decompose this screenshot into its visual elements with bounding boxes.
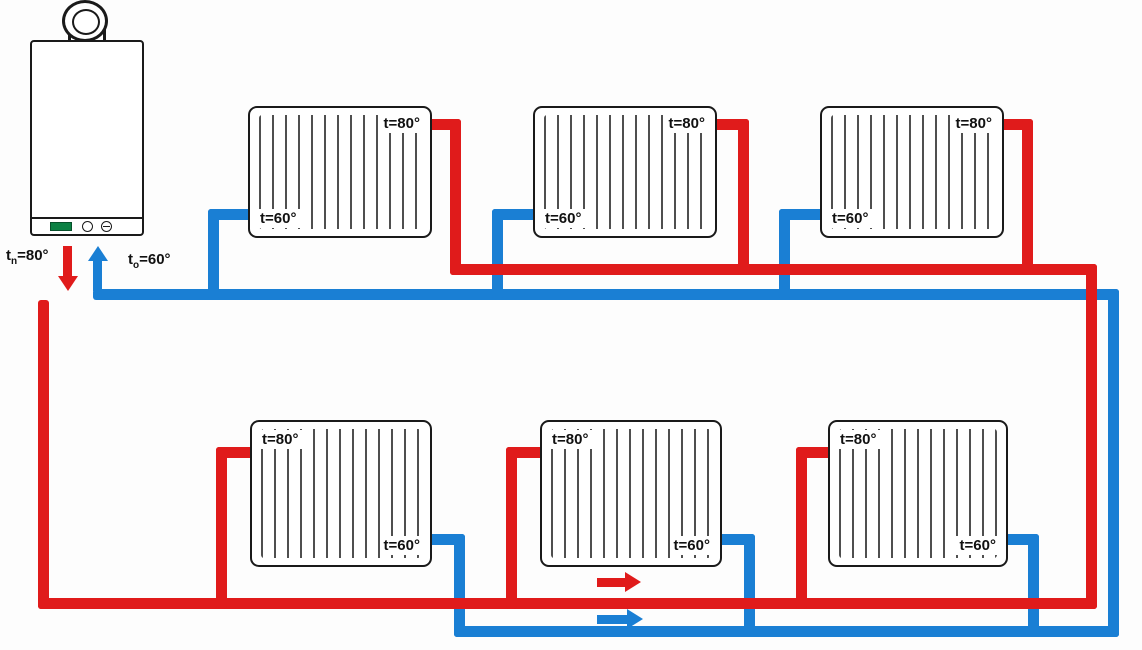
pipe-return-drop-radiator-6	[1028, 534, 1039, 637]
boiler-flue-inner-ring	[72, 9, 100, 35]
pipe-return-bottom-horizontal	[454, 626, 1119, 637]
radiator-return-temp: t=60°	[379, 536, 424, 555]
radiator-return-temp: t=60°	[669, 536, 714, 555]
boiler-control-panel	[32, 217, 142, 234]
pipe-supply-stub-radiator-6	[796, 447, 839, 458]
pipe-supply-riser-radiator-5	[506, 447, 517, 609]
boiler-knob-icon	[82, 221, 93, 232]
supply-flow-right-arrow-icon	[597, 578, 625, 587]
pipe-supply-stub-radiator-5	[506, 447, 551, 458]
boiler-display	[50, 222, 72, 231]
pipe-return-stub-radiator-4	[426, 534, 465, 545]
boiler-supply-down-arrowhead-icon	[58, 276, 78, 291]
pipe-return-stub-radiator-2	[492, 209, 541, 220]
pipe-supply-stub-radiator-4	[216, 447, 261, 458]
return-flow-right-arrow-icon	[597, 615, 627, 624]
pipe-return-stub-radiator-5	[716, 534, 755, 545]
radiator-supply-temp: t=80°	[379, 114, 424, 133]
boiler-return-up-arrowhead-icon	[88, 246, 108, 261]
radiator-3: t=80° t=60°	[820, 106, 1004, 238]
pipe-supply-riser-radiator-3	[1022, 119, 1033, 275]
radiator-return-temp: t=60°	[541, 209, 586, 228]
pipe-supply-riser-radiator-6	[796, 447, 807, 609]
pipe-supply-riser-radiator-4	[216, 447, 227, 609]
pipe-return-drop-radiator-1	[208, 209, 219, 300]
return-flow-right-arrowhead-icon	[627, 609, 643, 629]
pipe-supply-bottom-horizontal	[38, 598, 1097, 609]
pipe-supply-riser-radiator-2	[738, 119, 749, 275]
boiler	[30, 40, 144, 236]
boiler-return-up-arrow-icon	[93, 259, 102, 291]
radiator-5: t=80° t=60°	[540, 420, 722, 567]
pipe-supply-stub-radiator-1	[420, 119, 461, 130]
pipe-supply-stub-radiator-3	[992, 119, 1033, 130]
pipe-return-drop-radiator-4	[454, 534, 465, 637]
radiator-supply-temp: t=80°	[951, 114, 996, 133]
boiler-valve-icon	[101, 221, 112, 232]
pipe-return-stub-radiator-1	[208, 209, 256, 220]
pipe-return-top-horizontal	[93, 289, 1119, 300]
pipe-return-stub-radiator-3	[779, 209, 828, 220]
radiator-supply-temp: t=80°	[836, 430, 881, 449]
boiler-return-temp-label: to=60°	[128, 251, 171, 271]
boiler-supply-temp-label: tn=80°	[6, 247, 49, 267]
radiator-supply-temp: t=80°	[548, 430, 593, 449]
pipe-return-drop-radiator-5	[744, 534, 755, 637]
pipe-supply-left-vertical	[38, 300, 49, 609]
radiator-supply-temp: t=80°	[664, 114, 709, 133]
radiator-6: t=80° t=60°	[828, 420, 1008, 567]
pipe-supply-right-vertical	[1086, 264, 1097, 609]
radiator-return-temp: t=60°	[256, 209, 301, 228]
pipe-return-drop-radiator-3	[779, 209, 790, 300]
pipe-supply-stub-radiator-2	[705, 119, 749, 130]
radiator-2: t=80° t=60°	[533, 106, 717, 238]
pipe-return-drop-radiator-2	[492, 209, 503, 300]
pipe-supply-top-horizontal	[450, 264, 1097, 275]
supply-flow-right-arrowhead-icon	[625, 572, 641, 592]
pipe-return-stub-radiator-6	[1000, 534, 1039, 545]
radiator-return-temp: t=60°	[955, 536, 1000, 555]
pipe-supply-riser-radiator-1	[450, 119, 461, 275]
radiator-1: t=80° t=60°	[248, 106, 432, 238]
boiler-flue-icon	[62, 0, 108, 42]
radiator-return-temp: t=60°	[828, 209, 873, 228]
radiator-4: t=80° t=60°	[250, 420, 432, 567]
pipe-return-right-vertical	[1108, 289, 1119, 637]
radiator-supply-temp: t=80°	[258, 430, 303, 449]
boiler-supply-down-arrow-icon	[63, 246, 72, 278]
